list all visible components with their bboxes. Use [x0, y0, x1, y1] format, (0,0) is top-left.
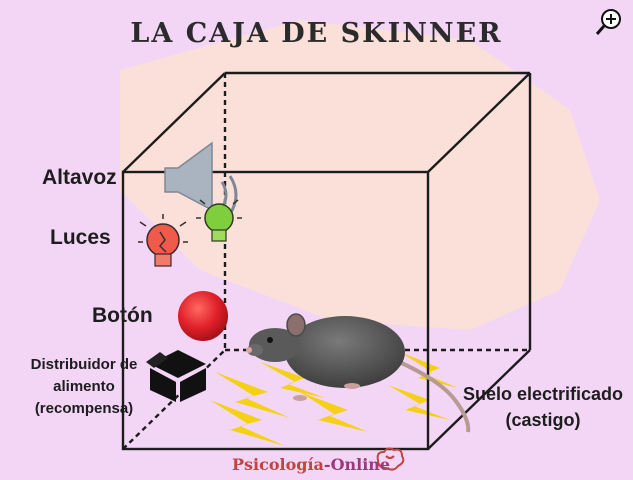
brand-part2: -Online [323, 455, 391, 474]
label-distribuidor-line3: (recompensa) [34, 400, 134, 417]
label-suelo-line2: (castigo) [505, 410, 581, 430]
label-distribuidor-line2: alimento [53, 378, 115, 395]
label-boton: Botón [92, 304, 153, 327]
label-luces: Luces [50, 226, 111, 249]
page-title: LA CAJA DE SKINNER [130, 18, 503, 49]
red-button [178, 291, 228, 341]
label-distribuidor-line1: Distribuidor de [30, 356, 138, 373]
lightning-icon [388, 385, 450, 420]
lightbulb-icon [138, 214, 188, 267]
label-suelo: Suelo electrificado (castigo) [448, 381, 633, 433]
zoom-button[interactable] [593, 6, 625, 38]
zoom-in-icon [595, 9, 621, 35]
brand-logo: Psicología-Online [232, 455, 390, 474]
brain-icon [376, 447, 405, 471]
rat [246, 313, 471, 433]
label-distribuidor: Distribuidor de alimento (recompensa) [14, 354, 154, 420]
lightning-icon [215, 372, 290, 418]
label-altavoz: Altavoz [42, 166, 117, 189]
lightbulb-icon [196, 199, 242, 242]
lightning-icon [300, 392, 368, 432]
skinner-box [121, 71, 532, 451]
brand-part1: Psicología [232, 455, 324, 474]
background-blob [120, 20, 600, 330]
lightning-icon [260, 362, 325, 398]
lightning-icon [210, 400, 285, 446]
label-suelo-line1: Suelo electrificado [462, 384, 624, 404]
box-icon [146, 350, 206, 402]
